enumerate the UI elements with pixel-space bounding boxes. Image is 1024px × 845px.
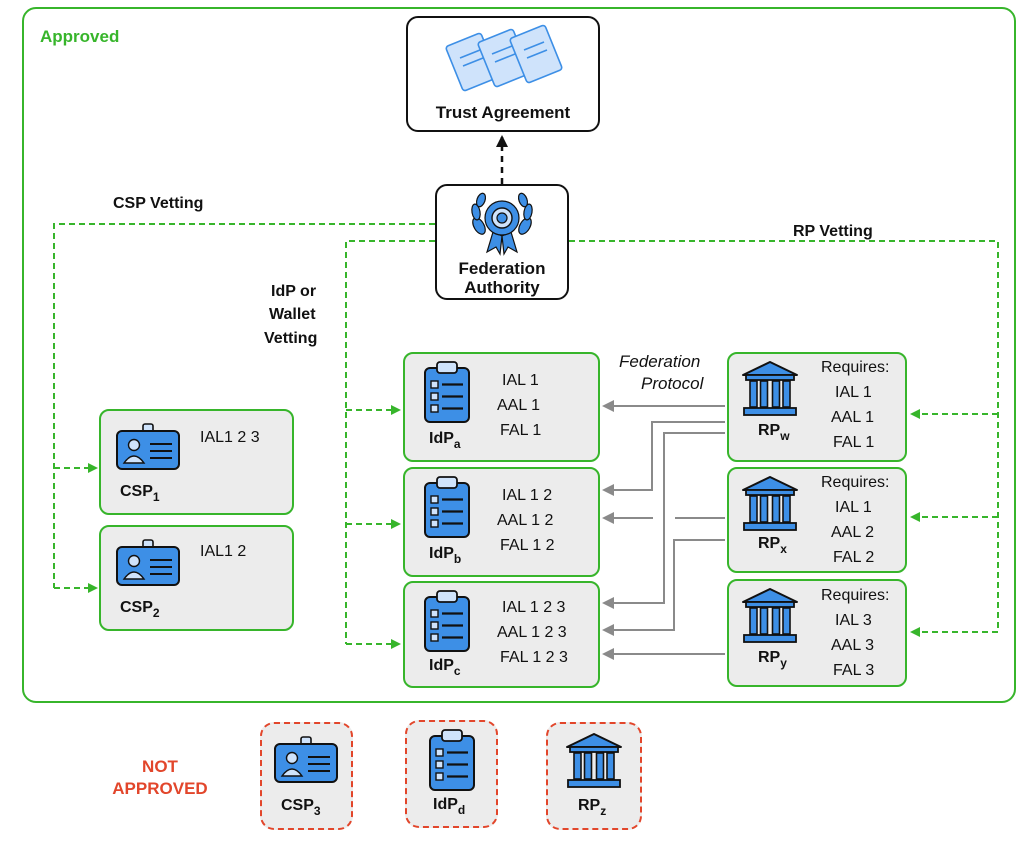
rp-requirements: Requires: IAL 1 AAL 2 FAL 2 [821, 470, 889, 570]
not-approved-label: NOT APPROVED [112, 757, 208, 798]
rp-ial: IAL 1 [835, 384, 872, 401]
approved-region [22, 7, 1016, 703]
csp-levels: IAL1 2 [200, 543, 247, 560]
idp-vetting-label-line1: IdP or [271, 283, 317, 300]
trust-agreement-title: Trust Agreement [435, 103, 571, 122]
idp-name: IdPb [429, 545, 462, 566]
rp-fal: FAL 1 [833, 434, 875, 451]
clipboard-list-icon [424, 476, 470, 538]
edge-idp-vetting [345, 240, 435, 649]
federation-authority-node: Federation Authority [435, 184, 569, 300]
not-approved-idp-name: IdPd [433, 796, 466, 817]
federation-authority-title-line1: Federation [458, 259, 546, 278]
rp-fal: FAL 3 [833, 662, 875, 679]
institution-building-icon [742, 588, 798, 643]
federation-protocol-label-line2: Protocol [641, 374, 704, 393]
idp-aal: AAL 1 [497, 397, 540, 414]
idp-node: IdPc IAL 1 2 3 AAL 1 2 3 FAL 1 2 3 [403, 581, 600, 688]
institution-building-icon [742, 361, 798, 416]
rp-node: RPy Requires: IAL 3 AAL 3 FAL 3 [727, 579, 907, 687]
not-approved-csp-node: CSP3 [260, 722, 353, 830]
csp-name: CSP2 [120, 599, 160, 620]
trust-agreement-node: Trust Agreement [406, 16, 600, 132]
idp-vetting-label-line2: Wallet [269, 306, 316, 323]
edge-federation-protocol [602, 400, 725, 660]
idp-ial: IAL 1 [502, 372, 539, 389]
id-badge-icon [116, 423, 180, 470]
federation-authority-title-line2: Authority [464, 278, 540, 297]
rp-name: RPy [758, 649, 787, 670]
idp-aal: AAL 1 2 [497, 512, 554, 529]
rp-aal: AAL 2 [831, 524, 874, 541]
rp-node: RPx Requires: IAL 1 AAL 2 FAL 2 [727, 467, 907, 573]
institution-building-icon [566, 733, 622, 788]
csp-levels: IAL1 2 3 [200, 429, 260, 446]
idp-name: IdPc [429, 657, 461, 678]
idp-levels: IAL 1 AAL 1 FAL 1 [497, 368, 541, 443]
not-approved-csp-name: CSP3 [281, 797, 321, 818]
idp-levels: IAL 1 2 3 AAL 1 2 3 FAL 1 2 3 [497, 595, 568, 670]
id-badge-icon [274, 736, 338, 783]
laurel-medal-icon [471, 192, 533, 256]
rp-node: RPw Requires: IAL 1 AAL 1 FAL 1 [727, 352, 907, 462]
not-approved-rp-name: RPz [578, 797, 607, 818]
clipboard-list-icon [424, 590, 470, 652]
idp-node: IdPa IAL 1 AAL 1 FAL 1 [403, 352, 600, 462]
idp-name: IdPa [429, 430, 461, 451]
approved-label: Approved [40, 27, 120, 46]
rp-requirements: Requires: IAL 1 AAL 1 FAL 1 [821, 355, 889, 455]
id-badge-icon [116, 539, 180, 586]
not-approved-idp-node: IdPd [405, 720, 498, 828]
rp-requires-label: Requires: [821, 587, 890, 604]
idp-ial: IAL 1 2 3 [502, 599, 566, 616]
document-stack-icon [445, 24, 563, 92]
idp-fal: FAL 1 2 3 [500, 649, 568, 666]
idp-vetting-label-line3: Vetting [264, 330, 318, 347]
csp-name: CSP1 [120, 483, 160, 504]
rp-requires-label: Requires: [821, 474, 890, 491]
rp-aal: AAL 3 [831, 637, 874, 654]
rp-vetting-label: RP Vetting [793, 223, 873, 240]
idp-node: IdPb IAL 1 2 AAL 1 2 FAL 1 2 [403, 467, 600, 577]
csp-vetting-label: CSP Vetting [113, 195, 204, 212]
rp-name: RPx [758, 535, 787, 556]
rp-ial: IAL 3 [835, 612, 872, 629]
idp-levels: IAL 1 2 AAL 1 2 FAL 1 2 [497, 483, 555, 558]
idp-fal: FAL 1 2 [500, 537, 555, 554]
rp-aal: AAL 1 [831, 409, 874, 426]
csp-node: CSP1 IAL1 2 3 [99, 409, 294, 515]
institution-building-icon [742, 476, 798, 531]
not-approved-rp-node: RPz [546, 722, 642, 830]
csp-node: CSP2 IAL1 2 [99, 525, 294, 631]
clipboard-list-icon [424, 361, 470, 423]
clipboard-list-icon [429, 729, 475, 791]
idp-fal: FAL 1 [500, 422, 542, 439]
rp-ial: IAL 1 [835, 499, 872, 516]
edge-rp-vetting [569, 240, 999, 637]
edge-csp-vetting [53, 223, 435, 593]
rp-fal: FAL 2 [833, 549, 875, 566]
rp-name: RPw [758, 422, 790, 443]
federation-protocol-label-line1: Federation [619, 352, 701, 371]
idp-ial: IAL 1 2 [502, 487, 553, 504]
idp-aal: AAL 1 2 3 [497, 624, 567, 641]
rp-requirements: Requires: IAL 3 AAL 3 FAL 3 [821, 583, 889, 683]
rp-requires-label: Requires: [821, 359, 890, 376]
